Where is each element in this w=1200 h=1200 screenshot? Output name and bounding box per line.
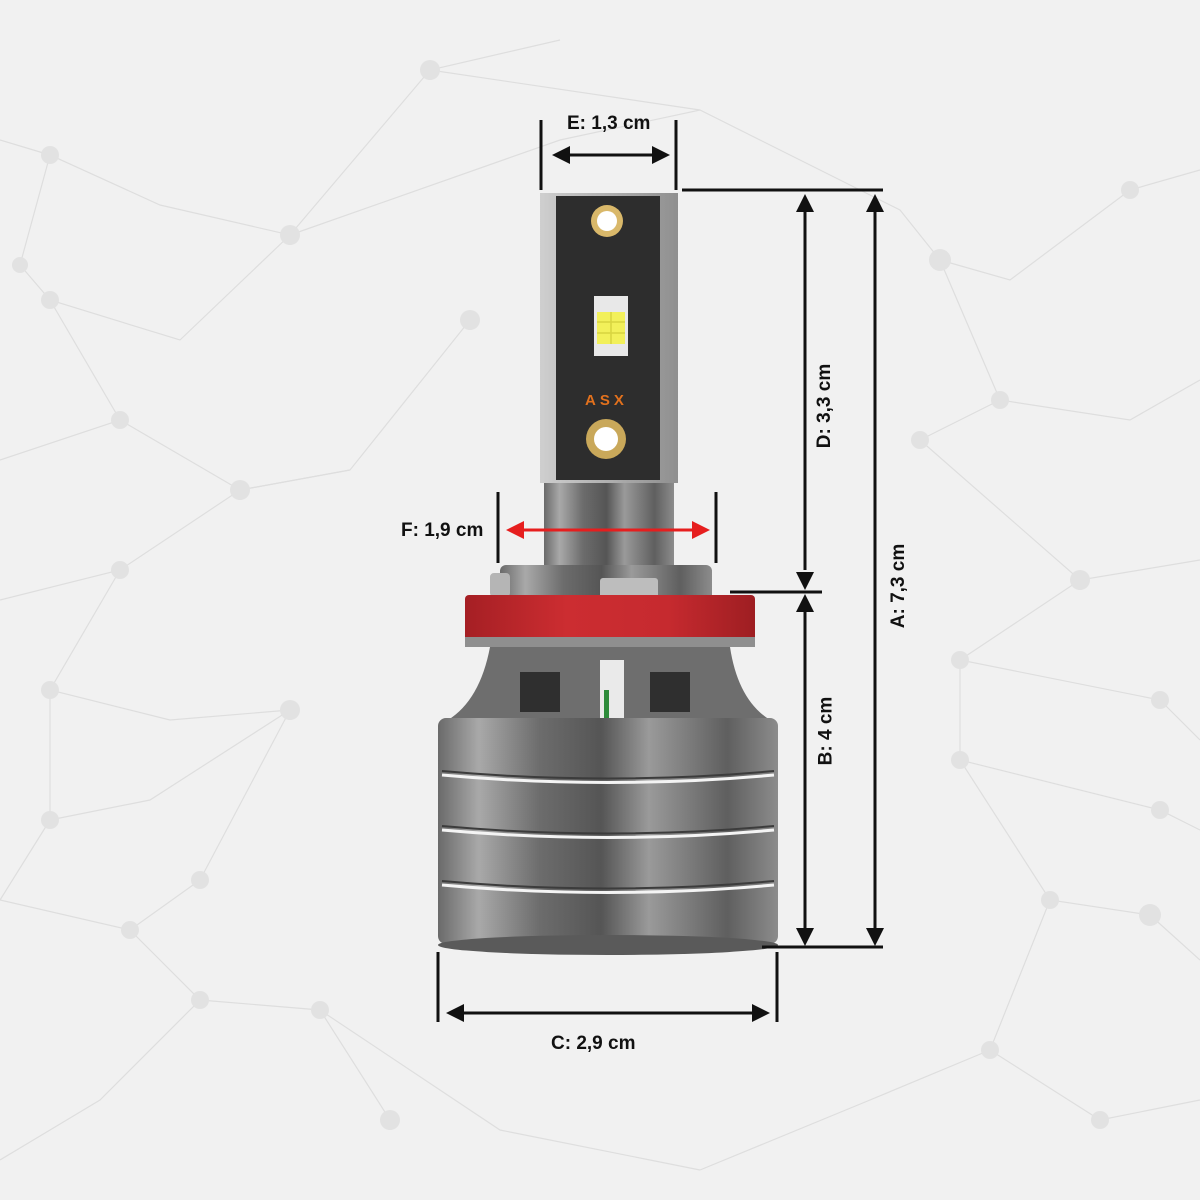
heatsink-skirt [448, 647, 770, 720]
red-locking-ring [465, 595, 755, 647]
led-pcb [540, 193, 678, 483]
dimension-label-b: B: 4 cm [815, 696, 837, 766]
dimension-label-d: D: 3,3 cm [814, 363, 836, 449]
f-red-arrow [506, 521, 710, 539]
dimension-label-e: E: 1,3 cm [567, 113, 651, 134]
brand-mark: ASX [585, 392, 628, 409]
dimension-label-a: A: 7,3 cm [888, 543, 910, 629]
bulb-neck [490, 470, 712, 601]
dimension-label-c: C: 2,9 cm [551, 1033, 636, 1054]
heatsink-body [438, 718, 778, 955]
dimension-label-f: F: 1,9 cm [401, 520, 484, 541]
dimension-lines [436, 120, 883, 1022]
